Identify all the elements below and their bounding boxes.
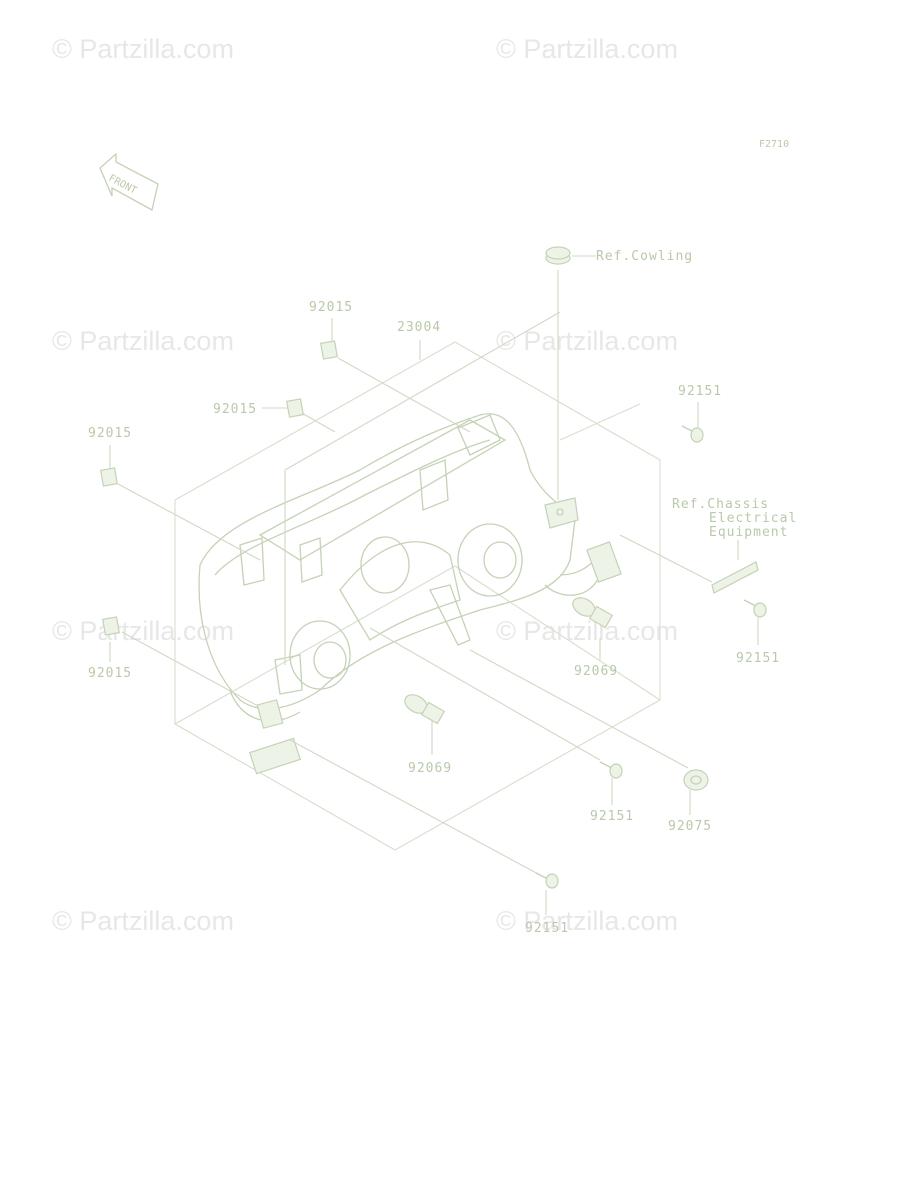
ref-cowling-label: Ref.Cowling <box>596 249 693 264</box>
watermarks: © Partzilla.com © Partzilla.com © Partzi… <box>52 34 678 936</box>
screw-icon <box>599 761 623 779</box>
watermark: © Partzilla.com <box>496 326 678 356</box>
part-label[interactable]: 92015 <box>213 402 257 417</box>
part-label[interactable]: 92015 <box>88 426 132 441</box>
part-label[interactable]: 92075 <box>668 819 712 834</box>
clip-icon <box>320 340 338 360</box>
assembly-outline <box>174 341 661 851</box>
clip-icon <box>286 398 304 418</box>
screw-icon <box>681 425 704 443</box>
part-label[interactable]: 92151 <box>525 921 569 936</box>
part-label[interactable]: 92069 <box>408 761 452 776</box>
bulb-icon <box>572 597 614 629</box>
headlight-assembly-icon <box>198 413 622 775</box>
watermark: © Partzilla.com <box>496 34 678 64</box>
part-label[interactable]: 23004 <box>397 320 441 335</box>
ref-chassis-label: Equipment <box>709 525 788 540</box>
clip-icon <box>102 616 120 636</box>
part-label[interactable]: 92151 <box>678 384 722 399</box>
bracket-icon <box>711 561 759 594</box>
part-label[interactable]: 92151 <box>736 651 780 666</box>
watermark: © Partzilla.com <box>52 34 234 64</box>
screw-icon <box>535 872 559 889</box>
grommet-icon <box>683 769 709 791</box>
small-parts <box>100 246 767 889</box>
watermark: © Partzilla.com <box>496 616 678 646</box>
ref-chassis-label: Ref.Chassis <box>672 497 769 512</box>
diagram-code: F2710 <box>759 139 789 150</box>
front-arrow-icon: FRONT <box>99 152 159 211</box>
leader-lines <box>109 255 759 915</box>
ref-chassis-label: Electrical <box>709 511 797 526</box>
screw-icon <box>743 599 767 618</box>
watermark: © Partzilla.com <box>52 906 234 936</box>
part-label[interactable]: 92069 <box>574 664 618 679</box>
watermark: © Partzilla.com <box>496 906 678 936</box>
clip-icon <box>100 467 118 487</box>
grommet-icon <box>545 246 571 260</box>
watermark: © Partzilla.com <box>52 326 234 356</box>
part-labels: 23004 92015 92015 92015 92015 92151 9215… <box>88 249 797 936</box>
part-label[interactable]: 92151 <box>590 809 634 824</box>
part-label[interactable]: 92015 <box>88 666 132 681</box>
bulb-icon <box>404 694 446 725</box>
part-label[interactable]: 92015 <box>309 300 353 315</box>
